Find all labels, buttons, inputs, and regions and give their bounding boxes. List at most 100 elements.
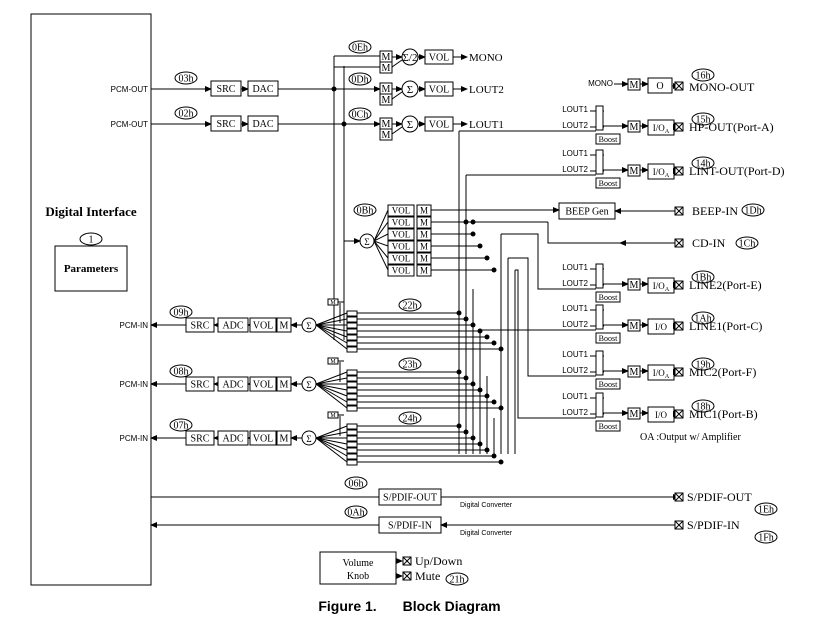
mixer-vol-block <box>387 264 415 277</box>
junction-dot <box>484 255 490 261</box>
junction-dot <box>484 334 490 340</box>
adc-block-label: ADC <box>222 321 243 332</box>
adc-mute-block-label: M <box>280 434 289 445</box>
analog-mixer-register <box>353 203 377 217</box>
spdif-port-name: S/PDIF-OUT <box>687 490 752 504</box>
adc-bus-register <box>398 298 422 312</box>
adc-vol-block <box>249 376 277 392</box>
digital-interface-block <box>30 13 152 586</box>
adc-sum-symbol: Σ <box>306 380 311 390</box>
spdif-block-label: S/PDIF-OUT <box>383 493 437 504</box>
wire <box>373 240 389 247</box>
adc-bus-register-text: 24h <box>403 414 418 425</box>
junction-dot <box>456 369 462 375</box>
boost-block <box>595 291 621 303</box>
volume-knob-label: Knob <box>347 571 369 582</box>
port-mux <box>595 149 604 175</box>
adc-mute-top-label: M <box>330 300 336 306</box>
adc-fan <box>315 324 348 344</box>
adc-fan <box>315 437 348 457</box>
mute-register <box>445 572 469 586</box>
mute-block-label: M <box>630 280 639 291</box>
adc-input-mute <box>346 447 358 454</box>
adc-fan <box>315 425 348 439</box>
port-name: CD-IN <box>692 236 726 250</box>
spdif-port-register <box>754 502 778 516</box>
adc-fan <box>315 383 348 391</box>
mute-block-label: M <box>630 367 639 378</box>
junction-dot <box>498 459 504 465</box>
mute-block-label: M <box>382 95 391 106</box>
port-register-text: 19h <box>696 360 711 371</box>
boost-block <box>595 133 621 145</box>
boost-block <box>595 177 621 189</box>
port-register <box>691 270 715 284</box>
out-vol-block-label: VOL <box>429 85 450 96</box>
adc-input-mute <box>346 340 358 347</box>
out-mixer-register-text: 0Eh <box>352 43 368 54</box>
mono-amp-label: O <box>656 81 663 92</box>
adc-sum-symbol: Σ <box>306 434 311 444</box>
amplifier-note: OA :Output w/ Amplifier <box>640 432 742 443</box>
mute-block-label: M <box>630 321 639 332</box>
adc-sum-symbol: Σ <box>306 321 311 331</box>
mixer-vol-block <box>387 252 415 265</box>
dac-register <box>174 106 198 120</box>
spdif-block-label: S/PDIF-IN <box>388 521 432 532</box>
adc-fan <box>315 324 348 338</box>
adc-input-mute <box>346 423 358 430</box>
wire <box>508 257 596 377</box>
out-mixer-register-text: 0Ch <box>352 110 369 121</box>
digital-converter-label: Digital Converter <box>460 502 513 509</box>
mixer-vol-block <box>387 204 415 217</box>
dac-block-label: DAC <box>252 84 273 95</box>
boost-block-label: Boost <box>599 380 618 389</box>
adc-src-block-label: SRC <box>191 434 210 445</box>
mixer-vol-block <box>387 216 415 229</box>
boost-block <box>595 378 621 390</box>
wire <box>373 209 389 242</box>
adc-mute-block-label: M <box>280 380 289 391</box>
out-mixer-output: MONO <box>469 52 503 64</box>
port-name: BEEP-IN <box>692 204 738 218</box>
mute-block <box>379 93 393 106</box>
mixer-vol-block-label: VOL <box>392 254 411 264</box>
mixer-mute-block-label: M <box>420 242 428 252</box>
mixer-vol-block-label: VOL <box>392 266 411 276</box>
analog-mixer-sum-symbol: Σ <box>364 237 369 247</box>
junction-dot <box>491 453 497 459</box>
adc-mute-top-label: M <box>330 413 336 419</box>
port-x <box>402 556 412 566</box>
junction-dot <box>470 219 476 225</box>
digital-converter-label: Digital Converter <box>460 530 513 537</box>
port-register <box>741 203 765 217</box>
pcm-in-label: PCM-IN <box>120 321 149 330</box>
spdif-port-register-text: 1Fh <box>758 533 774 544</box>
parameters-block <box>54 245 128 292</box>
figure-title: Block Diagram <box>402 598 501 614</box>
wire <box>391 91 403 100</box>
wire <box>373 240 389 259</box>
adc-register-text: 08h <box>174 367 189 378</box>
port-x <box>674 166 684 176</box>
pcm-out-label: PCM-OUT <box>111 120 148 129</box>
port-register-text: 18h <box>696 402 711 413</box>
out-mixer-sum-symbol: Σ <box>407 119 413 131</box>
mute-block-label: M <box>630 80 639 91</box>
out-mixer-sum-symbol: Σ <box>407 84 413 96</box>
adc-register <box>169 364 193 378</box>
parameters-label: Parameters <box>64 263 119 275</box>
mixer-vol-block-label: VOL <box>392 206 411 216</box>
out-vol-block-label: VOL <box>429 120 450 131</box>
port-register-text: 16h <box>696 71 711 82</box>
pcm-in-label: PCM-IN <box>120 434 149 443</box>
junction-dot <box>463 219 469 225</box>
spdif-register-text: 0Ah <box>347 508 364 519</box>
adc-input-mute <box>346 399 358 406</box>
adc-fan <box>315 324 348 350</box>
amp-label: I/O <box>655 410 667 420</box>
port-register <box>691 357 715 371</box>
src-block-label: SRC <box>217 119 236 130</box>
mixer-mute-block-label: M <box>420 218 428 228</box>
adc-vol-block <box>249 430 277 446</box>
